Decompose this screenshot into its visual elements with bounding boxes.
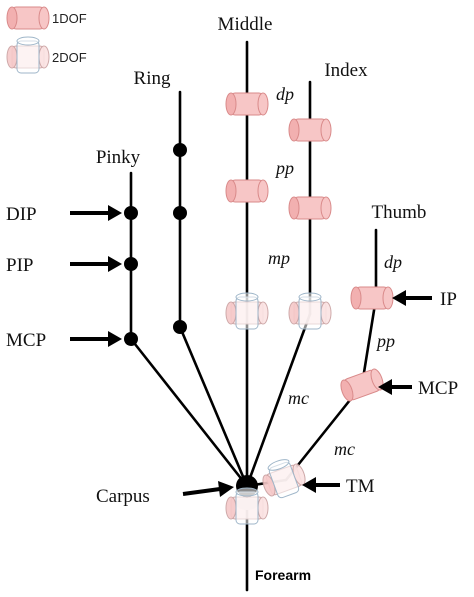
arrows bbox=[70, 205, 432, 497]
ring-pip-joint bbox=[173, 206, 187, 220]
thumb-dp-label: dp bbox=[384, 252, 402, 272]
pip-label: PIP bbox=[6, 255, 33, 276]
ring-metacarpal-line bbox=[178, 325, 249, 488]
index-mcp-cylinder bbox=[288, 292, 332, 330]
legend-1dof-icon bbox=[6, 6, 50, 30]
ip-label: IP bbox=[440, 289, 457, 310]
carpus-label: Carpus bbox=[96, 486, 150, 507]
middle-label: Middle bbox=[218, 14, 273, 35]
middle-mcp-cylinder bbox=[225, 292, 269, 330]
index-label: Index bbox=[324, 60, 368, 81]
thumb-mcp-arrow-icon bbox=[378, 379, 412, 395]
pinky-mcp-joint bbox=[124, 332, 138, 346]
legend-1dof-label: 1DOF bbox=[52, 11, 87, 26]
mcp-label: MCP bbox=[6, 330, 46, 351]
legend: 1DOF 2DOF bbox=[6, 6, 87, 74]
index-pp-label: pp bbox=[274, 158, 294, 178]
thumb-mc-label: mc bbox=[334, 439, 355, 459]
ring-label: Ring bbox=[134, 68, 171, 89]
index-dp-label: dp bbox=[276, 84, 294, 104]
middle-pip-cylinder bbox=[225, 179, 269, 203]
dip-arrow-icon bbox=[70, 205, 122, 221]
wrist-cylinder bbox=[225, 487, 269, 525]
ring-dip-joint bbox=[173, 143, 187, 157]
index-pip-cylinder bbox=[288, 196, 332, 220]
pip-arrow-icon bbox=[70, 256, 122, 272]
ring-mcp-joint bbox=[173, 320, 187, 334]
pinky-dip-joint bbox=[124, 206, 138, 220]
thumb-pp-label: pp bbox=[375, 331, 395, 351]
index-mc-label: mc bbox=[288, 388, 309, 408]
legend-2dof-icon bbox=[6, 36, 50, 74]
dip-label: DIP bbox=[6, 204, 37, 225]
mcp-arrow-icon bbox=[70, 331, 122, 347]
tm-label: TM bbox=[346, 476, 375, 497]
thumb-ip-cylinder bbox=[350, 286, 394, 310]
index-metacarpal-line bbox=[245, 312, 312, 488]
forearm-label: Forearm bbox=[255, 567, 311, 583]
pinky-metacarpal-line bbox=[129, 337, 249, 488]
thumb-label: Thumb bbox=[372, 202, 427, 223]
tm-arrow-icon bbox=[302, 477, 340, 493]
legend-2dof-label: 2DOF bbox=[52, 50, 87, 65]
index-mp-label: mp bbox=[268, 248, 290, 268]
index-dip-cylinder bbox=[288, 118, 332, 142]
carpus-arrow-icon bbox=[182, 481, 234, 497]
cylinder-joints bbox=[225, 92, 394, 525]
thumb-mcp-label: MCP bbox=[418, 378, 458, 399]
thumb-mcp-cylinder bbox=[338, 366, 386, 404]
ip-arrow-icon bbox=[392, 290, 432, 306]
thumb-proximal-line bbox=[360, 296, 378, 387]
pinky-pip-joint bbox=[124, 257, 138, 271]
middle-dip-cylinder bbox=[225, 92, 269, 116]
pinky-label: Pinky bbox=[96, 147, 141, 168]
